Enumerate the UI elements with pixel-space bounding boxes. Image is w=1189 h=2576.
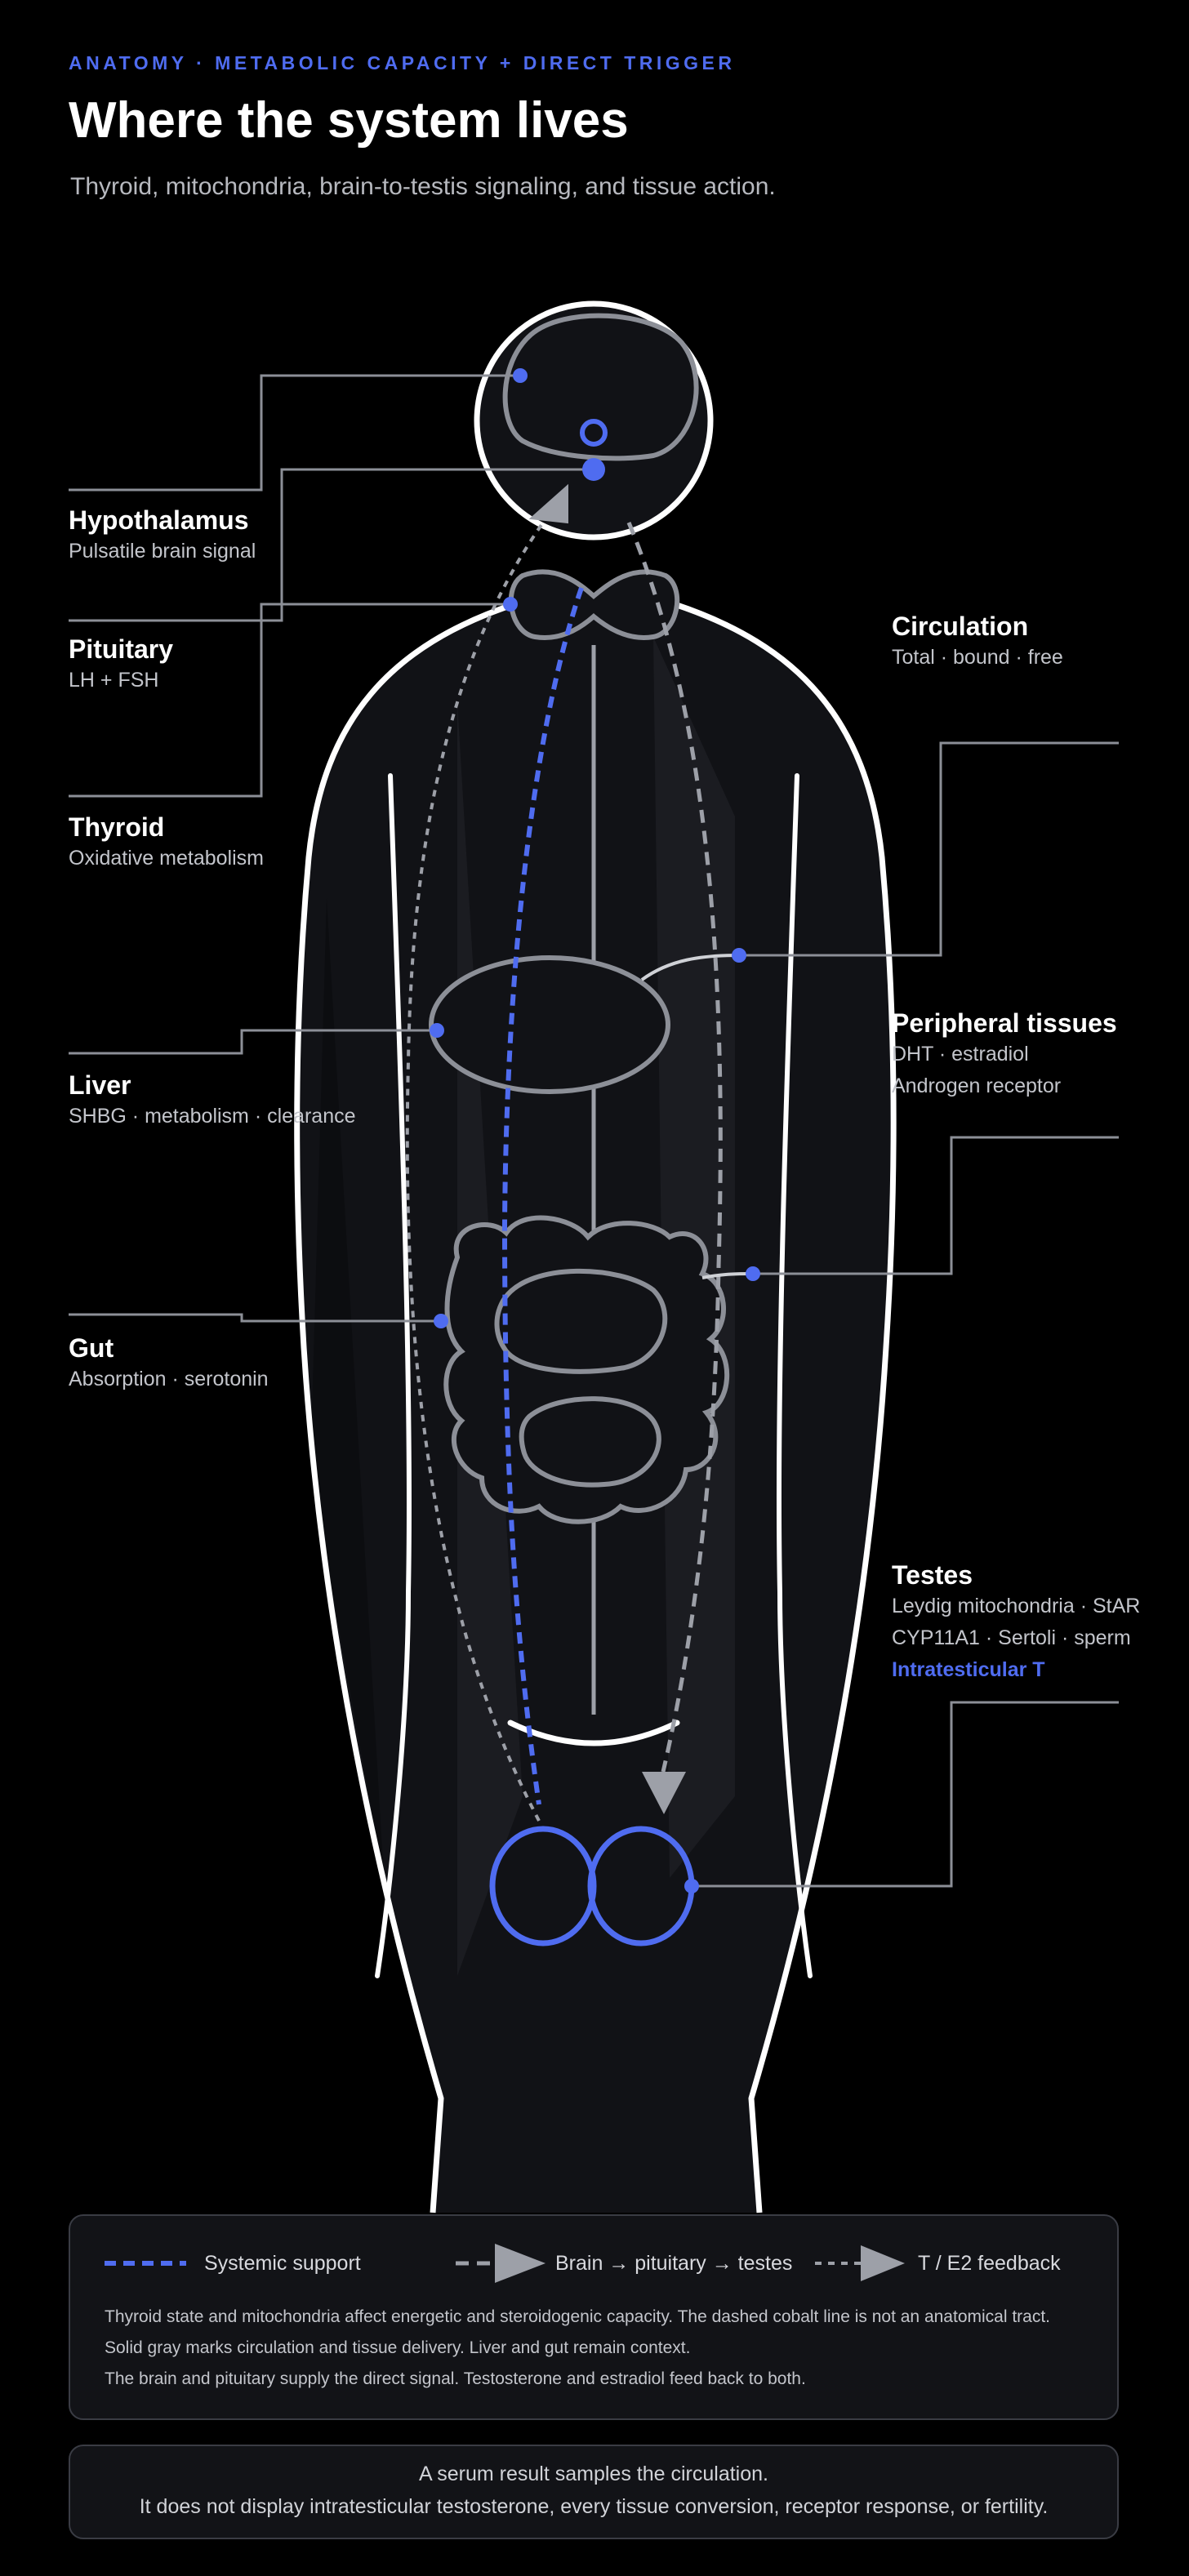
legend-feedback-label: T / E2 feedback — [918, 2252, 1061, 2275]
hypothalamus-name: Hypothalamus — [69, 505, 249, 535]
hypothalamus-desc: Pulsatile brain signal — [69, 540, 256, 563]
page-title: Where the system lives — [69, 92, 629, 149]
systemic-support-path — [501, 587, 584, 1805]
label-gut: Gut Absorption · serotonin — [69, 1332, 269, 1395]
label-pituitary: Pituitary LH + FSH — [69, 634, 173, 696]
legend-systemic-label: Systemic support — [204, 2252, 361, 2275]
footer-line-2: It does not display intratesticular test… — [139, 2495, 1049, 2518]
legend-feedback-arrowhead — [861, 2245, 905, 2281]
label-testes: Testes Leydig mitochondria · StAR CYP11A… — [892, 1559, 1140, 1686]
thyroid-name: Thyroid — [69, 812, 165, 842]
signal-pathways — [405, 483, 754, 1822]
gut-desc: Absorption · serotonin — [69, 1368, 269, 1390]
liver-shape — [429, 955, 670, 1094]
footer-line-1: A serum result samples the circulation. — [419, 2463, 768, 2485]
gut-shape — [443, 1215, 729, 1524]
label-circulation: Circulation Total · bound · free — [892, 611, 1063, 674]
liver-desc: SHBG · metabolism · clearance — [69, 1105, 356, 1128]
testes-desc-2: CYP11A1 · Sertoli · sperm — [892, 1626, 1131, 1649]
label-hypothalamus: Hypothalamus Pulsatile brain signal — [69, 505, 256, 567]
peripheral-desc-2: Androgen receptor — [892, 1074, 1062, 1097]
testes-desc-3: Intratesticular T — [892, 1658, 1045, 1681]
axis-arrowhead — [642, 1772, 686, 1814]
circulation-name: Circulation — [892, 612, 1029, 641]
liver-name: Liver — [69, 1070, 131, 1100]
legend-note-3: The brain and pituitary supply the direc… — [105, 2369, 806, 2388]
feedback-path — [405, 521, 545, 1822]
legend-note-2: Solid gray marks circulation and tissue … — [105, 2338, 691, 2357]
legend-axis-arrowhead — [495, 2244, 546, 2283]
hypothalamus-marker — [580, 419, 608, 447]
leader-lines — [69, 374, 1119, 1888]
label-peripheral-tissues: Peripheral tissues DHT · estradiol Andro… — [892, 1008, 1117, 1102]
peripheral-desc-1: DHT · estradiol — [892, 1043, 1029, 1066]
thyroid-shape — [508, 569, 680, 640]
testes-desc-1: Leydig mitochondria · StAR — [892, 1595, 1141, 1617]
circulation-desc: Total · bound · free — [892, 646, 1063, 669]
testes-name: Testes — [892, 1560, 973, 1590]
peripheral-name: Peripheral tissues — [892, 1008, 1117, 1038]
footer-panel: A serum result samples the circulation. … — [69, 2445, 1119, 2539]
feedback-arrowhead — [528, 483, 568, 524]
label-thyroid: Thyroid Oxidative metabolism — [69, 812, 264, 874]
eyebrow: ANATOMY · METABOLIC CAPACITY + DIRECT TR… — [69, 52, 736, 73]
testes-shape — [489, 1826, 695, 1946]
legend-swatches — [105, 2244, 905, 2283]
head — [474, 300, 714, 541]
axis-path — [626, 522, 723, 1773]
thyroid-desc: Oxidative metabolism — [69, 847, 264, 870]
legend-panel: Systemic support Brain → pituitary → tes… — [69, 2214, 1119, 2420]
gut-name: Gut — [69, 1333, 114, 1363]
pituitary-desc: LH + FSH — [69, 669, 159, 692]
label-liver: Liver SHBG · metabolism · clearance — [69, 1070, 356, 1132]
page-subtitle: Thyroid, mitochondria, brain-to-testis s… — [70, 173, 776, 200]
legend-axis-label: Brain → pituitary → testes — [555, 2252, 793, 2275]
legend-note-1: Thyroid state and mitochondria affect en… — [105, 2307, 1051, 2326]
marker-dots — [430, 368, 760, 1893]
pituitary-name: Pituitary — [69, 634, 174, 664]
